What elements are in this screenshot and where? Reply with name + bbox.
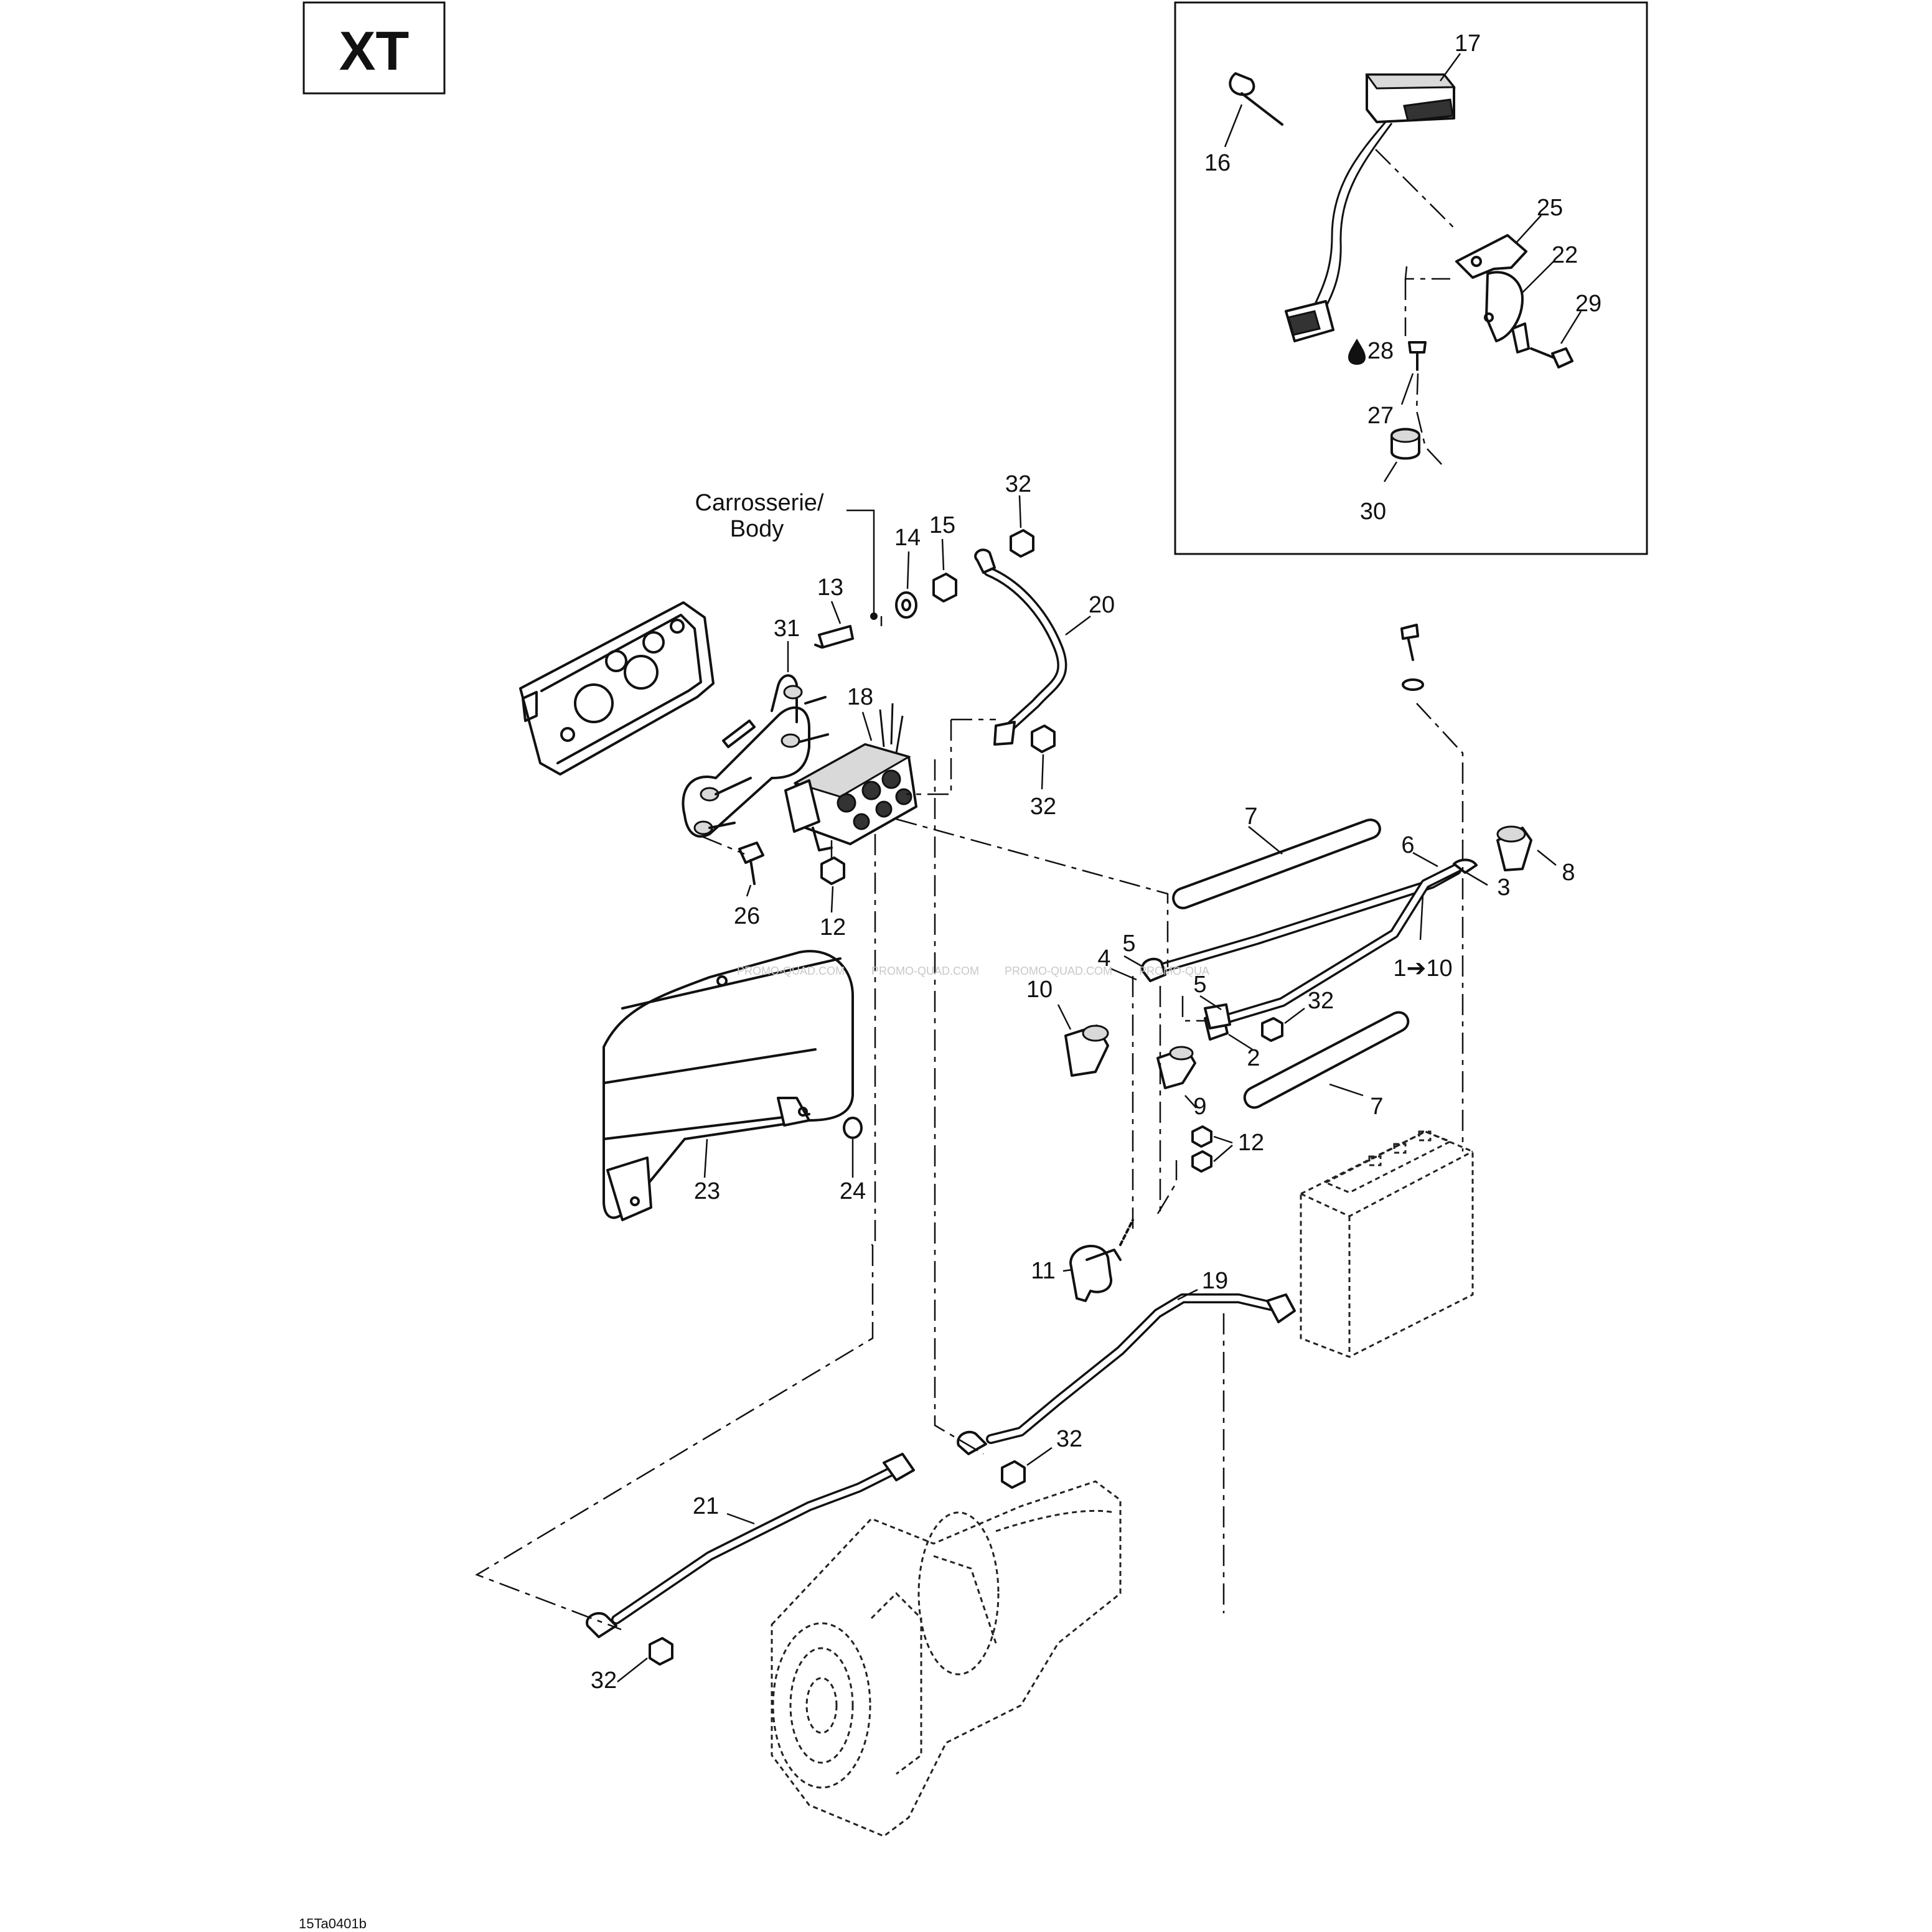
callout-28: 28 (1367, 338, 1394, 364)
part-25-22-bracket (1455, 215, 1555, 354)
inset-remote-switch (1174, 1, 1648, 555)
callout-7: 7 (1244, 804, 1257, 830)
callout-31: 31 (774, 616, 800, 642)
callout-7: 7 (1370, 1094, 1383, 1120)
part-29-bolt (1530, 311, 1582, 368)
part-12-nut-b (1191, 1125, 1233, 1173)
part-7-sleeve-a (1172, 818, 1381, 909)
part-7-sleeve-b (1243, 1011, 1410, 1109)
callout-32: 32 (1308, 988, 1334, 1014)
part-2-terminal (1204, 1003, 1253, 1051)
callout-3: 3 (1497, 875, 1510, 901)
callout-4: 4 (1097, 945, 1110, 972)
oil-drop-icon (1348, 339, 1366, 365)
callout-15: 15 (929, 512, 955, 538)
callout-2: 2 (1247, 1045, 1260, 1071)
model-badge: XT (302, 1, 446, 95)
battery-screw (1400, 624, 1424, 691)
part-16-cable-tie (1224, 72, 1283, 148)
callout-32: 32 (1030, 794, 1056, 820)
callout-20: 20 (1089, 592, 1115, 618)
body-ground-point (846, 509, 878, 620)
callout-26: 26 (734, 903, 760, 929)
body-label-fr: Carrosserie/ (695, 490, 824, 516)
model-badge-text: XT (339, 20, 409, 82)
part-31-mount-pad (682, 641, 829, 838)
part-19-cable (957, 1288, 1296, 1455)
callout-27: 27 (1367, 403, 1394, 429)
part-6-leader (1412, 851, 1438, 868)
callout-21: 21 (693, 1493, 719, 1519)
callout-14: 14 (894, 525, 921, 551)
callout-1-to-10: 1➔10 (1393, 955, 1452, 982)
part-24-plug (843, 1117, 863, 1178)
callout-5: 5 (1122, 931, 1135, 957)
part-14-lock-washer (895, 551, 917, 619)
part-3-leader (1466, 871, 1488, 886)
part-32-nut-e (617, 1637, 673, 1682)
callout-5: 5 (1193, 972, 1206, 998)
part-5b-leader (1199, 995, 1222, 1011)
callout-12: 12 (820, 914, 846, 940)
watermark: PROMO-QUAD.COM (1005, 965, 1112, 977)
part-32-nut-c (1261, 1008, 1305, 1042)
part-32-nut-d (1001, 1447, 1053, 1489)
part-9-boot (1156, 1046, 1197, 1109)
callout-22: 22 (1552, 242, 1578, 268)
battery (1300, 1130, 1474, 1358)
part-18-solenoid (784, 703, 917, 851)
callout-11: 11 (1031, 1258, 1055, 1284)
part-32-nut-a (1010, 495, 1034, 558)
callout-32: 32 (1056, 1426, 1082, 1452)
callout-25: 25 (1537, 195, 1563, 221)
part-8-boot (1496, 825, 1557, 871)
part-26-bolt (738, 842, 764, 897)
callout-numbers: 17 16 25 22 29 28 27 30 32 14 15 13 20 3… (591, 30, 1601, 1694)
callout-10: 10 (1026, 977, 1053, 1003)
callout-24: 24 (840, 1178, 866, 1204)
callout-16: 16 (1204, 150, 1231, 176)
part-15-nut (932, 538, 957, 603)
part-27-screw (1400, 341, 1427, 405)
winch (771, 1480, 1122, 1837)
callout-18: 18 (847, 684, 873, 710)
watermark: PROMO-QUAD.COM (737, 965, 845, 977)
part-30-grommet (1383, 428, 1420, 482)
callout-30: 30 (1360, 499, 1386, 525)
part-1-cable-set (1141, 858, 1478, 1041)
part-21-cable (586, 1453, 915, 1638)
part-23-shield (603, 950, 854, 1221)
callout-12: 12 (1238, 1130, 1264, 1156)
callout-23: 23 (694, 1178, 720, 1204)
callout-29: 29 (1575, 291, 1601, 317)
callout-6: 6 (1401, 832, 1414, 858)
part-20-cable (974, 548, 1091, 746)
part-10-boot (1057, 1004, 1109, 1077)
callout-32: 32 (591, 1667, 617, 1694)
watermark: PROMO-QUA (1139, 965, 1209, 977)
body-mount-plate (519, 601, 715, 776)
callout-13: 13 (817, 574, 843, 601)
callout-9: 9 (1193, 1094, 1206, 1120)
reference-code: 15Ta0401b (299, 1916, 367, 1931)
part-32-nut-b (1031, 724, 1056, 790)
callout-32: 32 (1005, 471, 1031, 497)
part-17-remote-switch (1285, 53, 1461, 342)
body-label-en: Body (730, 516, 784, 542)
part-5a-leader (1123, 955, 1142, 967)
watermark-row: PROMO-QUAD.COM PROMO-QUAD.COM PROMO-QUAD… (737, 965, 1209, 977)
part-12-nut-a (820, 856, 845, 913)
watermark: PROMO-QUAD.COM (871, 965, 979, 977)
part-13-bolt (814, 601, 854, 649)
callout-19: 19 (1202, 1268, 1228, 1294)
part-11-clamp (1062, 1219, 1134, 1302)
callout-8: 8 (1562, 860, 1575, 886)
assembly-lines (475, 616, 1464, 1631)
callout-17: 17 (1455, 30, 1481, 57)
